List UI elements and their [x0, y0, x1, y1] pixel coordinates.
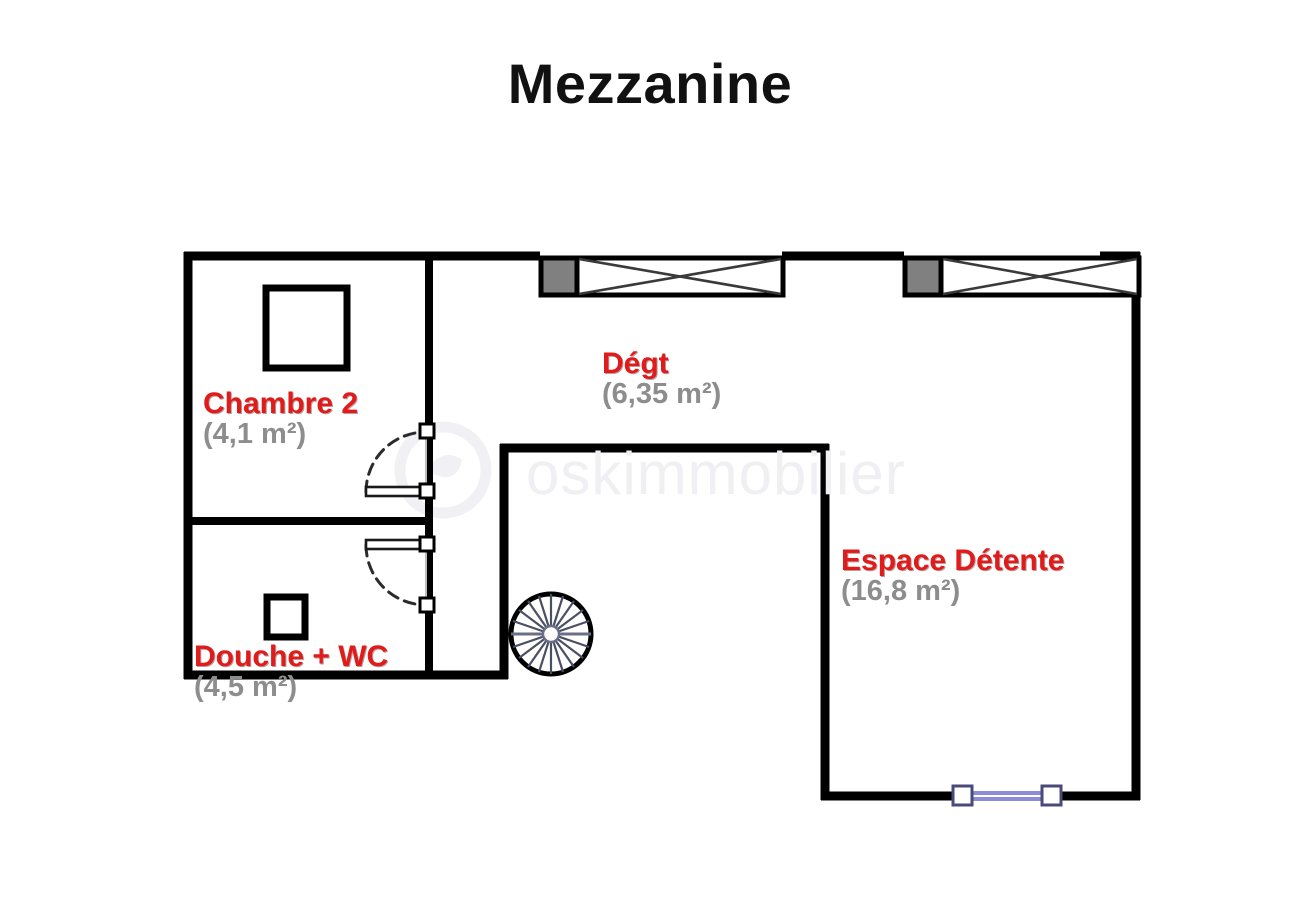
room-area: (6,35 m²) [602, 378, 722, 411]
door-swing-icon-douche [364, 535, 436, 614]
roof-window-icon-1 [538, 255, 786, 298]
door-swing-icon-chambre2 [364, 422, 436, 500]
room-area: (4,1 m²) [203, 418, 307, 451]
room-name: Dégt [602, 347, 669, 380]
spiral-staircase-icon [508, 591, 594, 677]
sliding-window-icon [951, 784, 1063, 807]
shower-square-icon [263, 593, 309, 641]
room-name: Douche + WC [194, 640, 389, 673]
room-area: (4,5 m²) [194, 671, 298, 704]
room-label-degt: Dégt (6,35 m²) [602, 347, 722, 411]
page-title: Mezzanine [507, 52, 793, 115]
room-label-douche-wc: Douche + WC (4,5 m²) [194, 640, 389, 704]
bed-square-icon [262, 284, 351, 372]
room-area: (16,8 m²) [841, 575, 961, 608]
room-name: Chambre 2 [203, 387, 359, 420]
roof-window-icon-2 [902, 255, 1142, 298]
room-name: Espace Détente [841, 544, 1065, 577]
room-label-espace-detente: Espace Détente (16,8 m²) [841, 544, 1065, 608]
watermark-logo-icon [394, 421, 492, 519]
room-label-chambre2: Chambre 2 (4,1 m²) [203, 387, 359, 451]
